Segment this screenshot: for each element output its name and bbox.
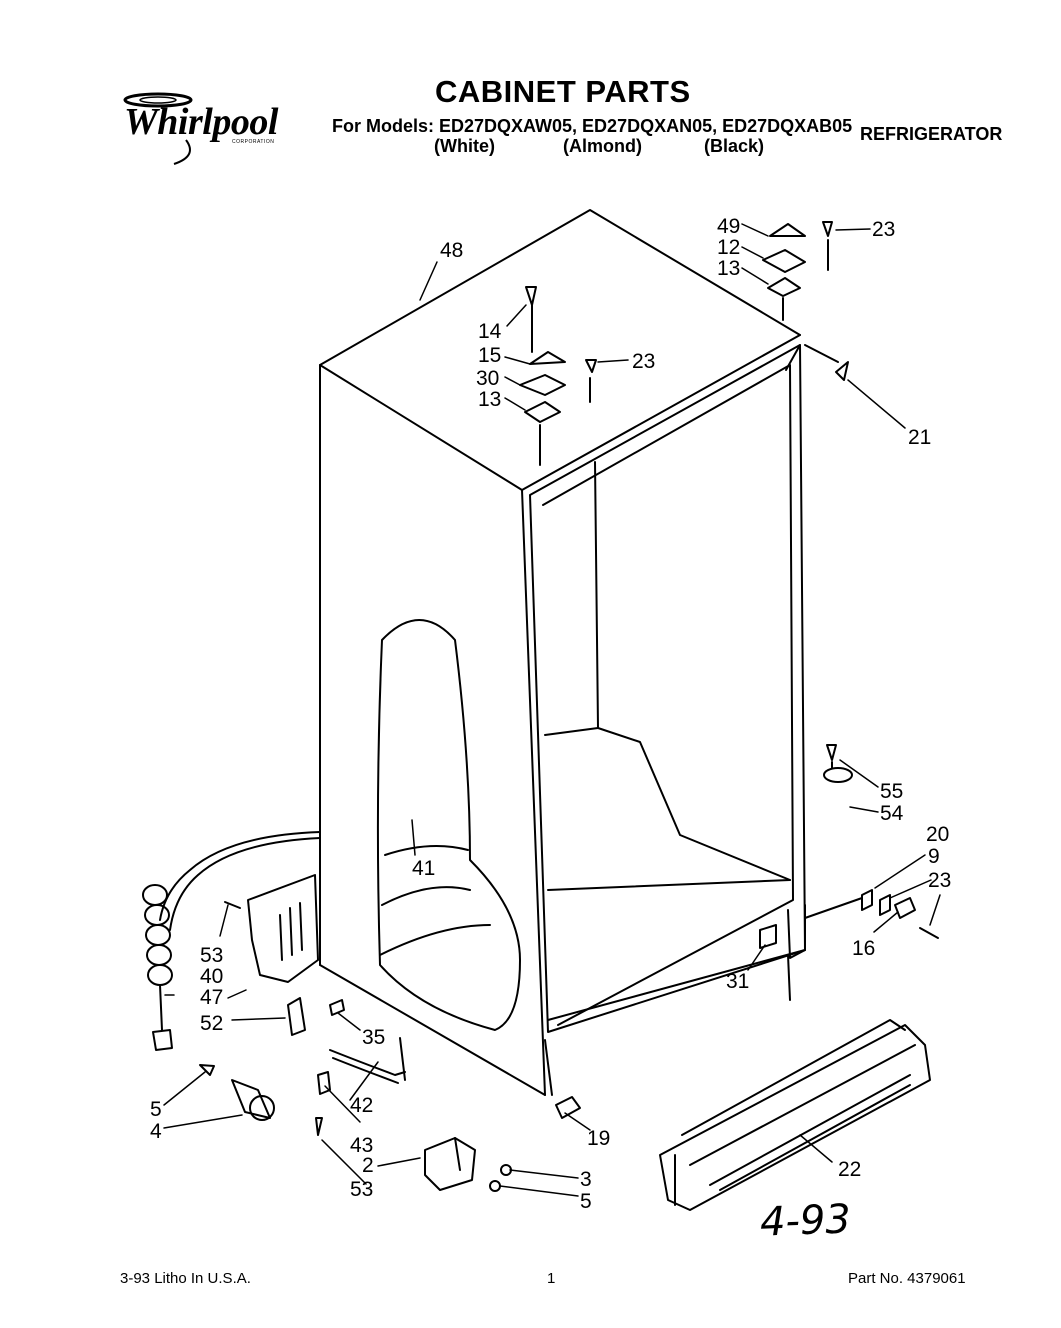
callout-40: 40	[200, 965, 223, 988]
callout-31: 31	[726, 970, 749, 993]
callout-42: 42	[350, 1094, 373, 1117]
callout-20: 20	[926, 823, 949, 846]
logo-swirl-icon	[123, 92, 193, 165]
callout-16: 16	[852, 937, 875, 960]
brand-subtitle: CORPORATION	[232, 139, 275, 145]
callout-53-lower: 53	[350, 1178, 373, 1201]
power-cord	[142, 831, 321, 1051]
brand-logo	[118, 86, 288, 166]
page-title: CABINET PARTS	[435, 74, 691, 109]
models-line: For Models: ED27DQXAW05, ED27DQXAN05, ED…	[332, 116, 853, 136]
callout-52: 52	[200, 1012, 223, 1035]
callout-3: 3	[580, 1168, 592, 1191]
callout-55: 55	[880, 780, 903, 803]
callout-43: 43	[350, 1134, 373, 1157]
footer-print-info: 3-93 Litho In U.S.A.	[120, 1270, 251, 1287]
callout-13-top: 13	[717, 257, 740, 280]
product-type: REFRIGERATOR	[860, 124, 1003, 144]
callout-13-center: 13	[478, 388, 501, 411]
callout-19: 19	[587, 1127, 610, 1150]
callout-35: 35	[362, 1026, 385, 1049]
callout-22: 22	[838, 1158, 861, 1181]
callout-23-center: 23	[632, 350, 655, 373]
color-almond: (Almond)	[563, 136, 642, 156]
callout-labels: 48 49 12 13 23 14 15 23 30 13 21 55 54 2…	[150, 215, 951, 1213]
brand-name: Whirlpool	[124, 101, 278, 143]
footer-part-number: Part No. 4379061	[848, 1270, 966, 1287]
color-white: (White)	[434, 136, 495, 156]
callout-47: 47	[200, 986, 223, 1009]
callout-30: 30	[476, 367, 499, 390]
rear-cover	[224, 874, 319, 983]
callout-2: 2	[362, 1154, 374, 1177]
upper-center-hinge	[519, 286, 597, 466]
callout-12: 12	[717, 236, 740, 259]
color-black: (Black)	[704, 136, 765, 156]
callout-9: 9	[928, 845, 940, 868]
callout-23-right: 23	[928, 869, 951, 892]
callout-15: 15	[478, 344, 501, 367]
callout-21: 21	[908, 426, 931, 449]
callout-4: 4	[150, 1120, 162, 1143]
base-grille	[659, 1019, 931, 1211]
callout-41: 41	[412, 857, 435, 880]
leader-lines	[163, 223, 941, 1197]
callout-5-right: 5	[580, 1190, 592, 1213]
upper-right-hinge	[762, 221, 833, 321]
callout-53-upper: 53	[200, 944, 223, 967]
cabinet-shell	[319, 209, 806, 1096]
footer-page-number: 1	[547, 1270, 556, 1287]
handwritten-date-note: 4-93	[759, 1196, 852, 1246]
callout-49: 49	[717, 215, 740, 238]
callout-5-left: 5	[150, 1098, 162, 1121]
callout-23-top: 23	[872, 218, 895, 241]
callout-48: 48	[440, 239, 463, 262]
callout-54: 54	[880, 802, 904, 825]
callout-14: 14	[478, 320, 502, 343]
